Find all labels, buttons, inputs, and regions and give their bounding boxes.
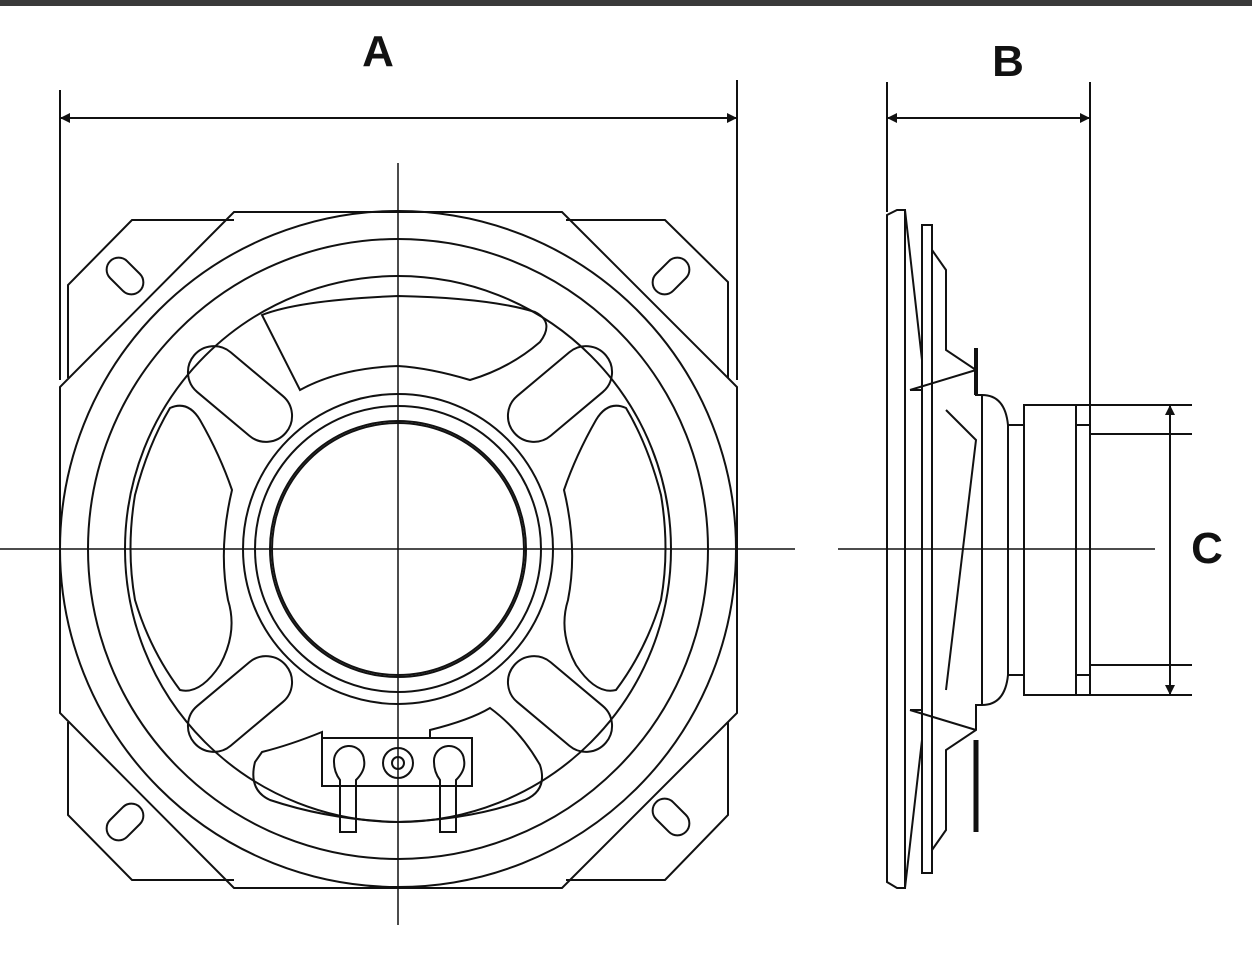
dimension-a: A [59,27,738,380]
mounting-ear-bottom-left [67,722,234,881]
dimension-c-label: C [1191,524,1223,573]
side-basket-strut-upper [909,369,977,391]
side-flange-step-upper [904,209,923,391]
front-view: A [0,27,795,925]
mounting-ear-top-right [566,219,729,378]
side-flange-step-lower [904,709,923,889]
terminal-right [432,744,466,833]
side-back-plate [1007,424,1025,676]
terminal-plate [321,737,473,787]
terminal-left [332,744,366,833]
basket-window-lower-right [506,655,614,753]
basket-window-bottom [252,706,544,824]
side-basket-lower [931,704,982,851]
side-basket-strut-lower [909,709,977,731]
mounting-slot-bottom-right [651,797,691,837]
side-pole-piece [1075,424,1091,676]
dimension-a-label: A [362,27,394,76]
mounting-ear-top-left [67,219,234,378]
basket-window-upper-left [186,345,294,443]
basket-window-upper-right [506,345,614,443]
mounting-slot-top-left [105,256,145,296]
basket-window-left [129,404,234,692]
basket-frame [59,211,738,889]
terminal-block [321,737,473,833]
mounting-ear-bottom-right [566,722,729,881]
dimension-c: C [1076,404,1223,696]
basket-window-top [260,294,548,392]
mounting-slot-bottom-left [105,802,145,842]
basket-window-lower-left [186,655,294,753]
dimension-b-label: B [992,37,1024,86]
basket-window-right [562,404,667,692]
side-cone-upper [945,409,978,691]
side-magnet [1023,404,1077,696]
dimension-b: B [886,37,1091,430]
top-border [0,0,1252,6]
basket-windows [129,294,667,824]
side-top-plate [1075,404,1091,696]
side-view: B C [838,37,1223,889]
mounting-slot-top-right [651,256,691,296]
side-pole-dome [981,393,1009,707]
